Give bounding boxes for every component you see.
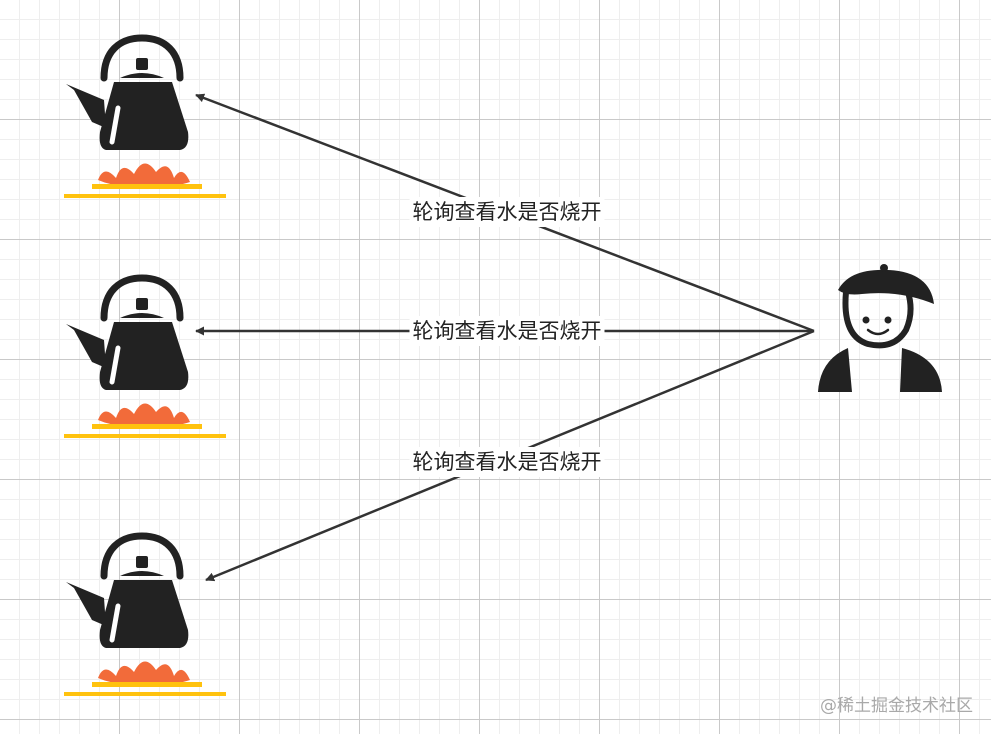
edge-label: 轮询查看水是否烧开 bbox=[409, 197, 605, 227]
kettle-icon bbox=[64, 38, 226, 198]
edge-label: 轮询查看水是否烧开 bbox=[409, 316, 605, 346]
edge-label: 轮询查看水是否烧开 bbox=[409, 447, 605, 477]
person-icon bbox=[818, 264, 942, 392]
watermark: @稀土掘金技术社区 bbox=[820, 696, 973, 716]
kettle-icon bbox=[64, 278, 226, 438]
kettle-icon bbox=[64, 536, 226, 696]
